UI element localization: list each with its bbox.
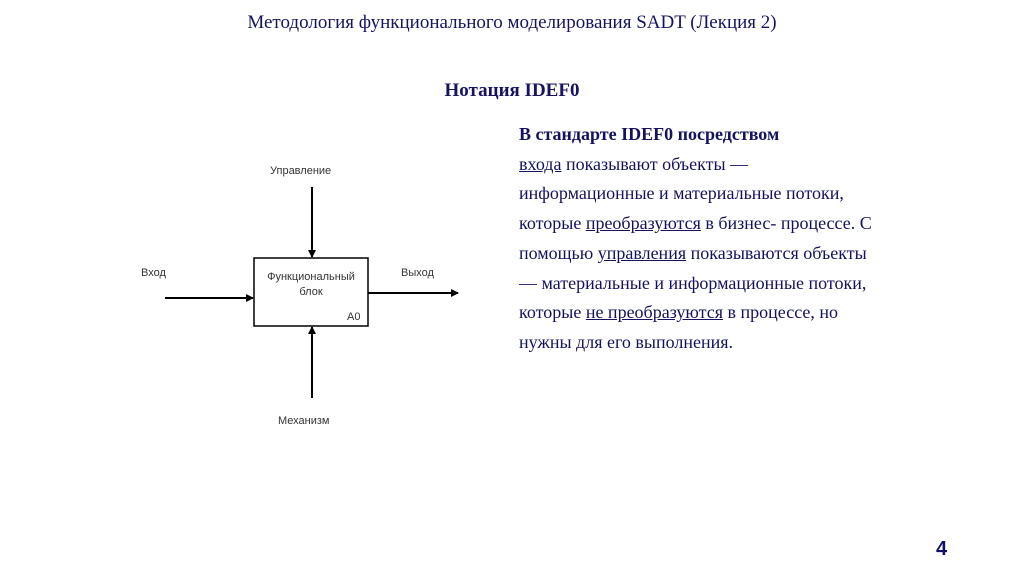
term-control: управления <box>597 242 687 263</box>
description-text: В стандарте IDEF0 посредством входа показ… <box>519 120 879 358</box>
mechanism-label: Механизм <box>278 415 330 427</box>
output-label: Выход <box>401 267 434 279</box>
text-part: показывают объекты — информационные и ма… <box>519 153 844 234</box>
input-label: Вход <box>141 267 166 279</box>
idef0-diagram-graphic <box>165 187 459 398</box>
text-part: в бизнес- процессе. С помощью <box>519 213 872 263</box>
box-id: A0 <box>347 311 361 323</box>
slide-subtitle: Нотация IDEF0 <box>0 80 1024 102</box>
idef0-diagram: Управление Вход Выход Механизм Функциона… <box>120 150 500 450</box>
subtitle-text: Нотация IDEF0 <box>444 80 580 101</box>
slide-header: Методология функционального моделировани… <box>247 12 777 33</box>
term-transform: преобразуются <box>585 213 701 234</box>
text-lead: В стандарте IDEF0 посредством <box>519 124 780 144</box>
function-box <box>253 257 369 327</box>
text-part: в процессе, но нужны для его выполнения. <box>519 302 839 352</box>
box-label-line1: Функциональный <box>267 271 355 283</box>
term-not-transform: не преобразуются <box>585 302 724 323</box>
term-input: входа <box>519 153 562 174</box>
page-number: 4 <box>936 538 948 560</box>
text-part: показываются объекты — материальные и ин… <box>519 242 867 323</box>
control-label: Управление <box>270 165 332 177</box>
box-label-line2: блок <box>299 286 323 298</box>
